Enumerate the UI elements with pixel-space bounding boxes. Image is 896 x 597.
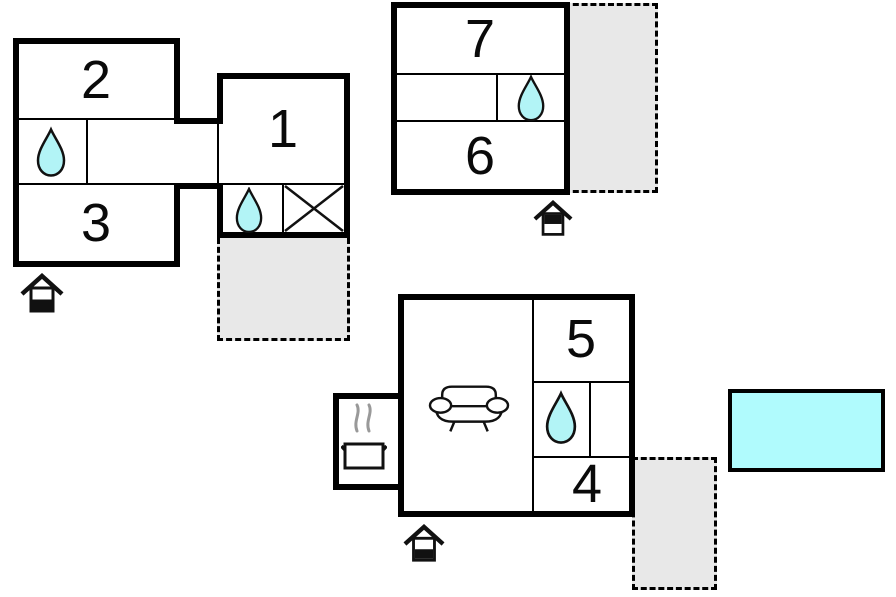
terrace-bottom-right bbox=[632, 457, 717, 590]
building-bottom bbox=[398, 294, 635, 517]
water-drop-icon bbox=[517, 75, 545, 122]
wall-line bbox=[397, 120, 564, 122]
crossed-box-icon bbox=[284, 185, 344, 232]
terrace-below-room1 bbox=[217, 238, 350, 341]
wall-line bbox=[223, 183, 344, 185]
entrance-icon bbox=[20, 273, 64, 313]
wall-line bbox=[397, 73, 564, 75]
steaming-pot-icon bbox=[341, 403, 387, 470]
water-drop-icon bbox=[235, 187, 263, 234]
corridor-wall bbox=[174, 183, 223, 189]
room-label-5: 5 bbox=[565, 309, 597, 369]
room-label-1: 1 bbox=[267, 99, 299, 159]
wall-line bbox=[19, 183, 174, 185]
wall-line bbox=[534, 381, 629, 383]
wall-line bbox=[532, 300, 534, 511]
corridor-door-line bbox=[217, 124, 219, 183]
swimming-pool bbox=[728, 389, 885, 472]
wall-line bbox=[19, 118, 174, 120]
entrance-icon bbox=[403, 524, 445, 562]
room-label-2: 2 bbox=[80, 50, 112, 110]
entrance-icon bbox=[533, 200, 573, 236]
room-label-6: 6 bbox=[464, 126, 496, 186]
wall-line bbox=[282, 185, 284, 232]
water-drop-icon bbox=[545, 390, 577, 444]
sofa-icon bbox=[428, 385, 510, 432]
room-label-7: 7 bbox=[464, 9, 496, 69]
wall-line bbox=[589, 383, 591, 456]
wall-line bbox=[534, 456, 629, 458]
room-label-4: 4 bbox=[571, 454, 603, 514]
corridor-wall bbox=[174, 118, 223, 124]
wall-line bbox=[86, 120, 88, 183]
room-label-3: 3 bbox=[80, 193, 112, 253]
corridor bbox=[174, 124, 223, 183]
wall-line bbox=[496, 75, 498, 120]
water-drop-icon bbox=[36, 126, 66, 177]
terrace-right-of-rooms-6-7 bbox=[564, 3, 658, 193]
